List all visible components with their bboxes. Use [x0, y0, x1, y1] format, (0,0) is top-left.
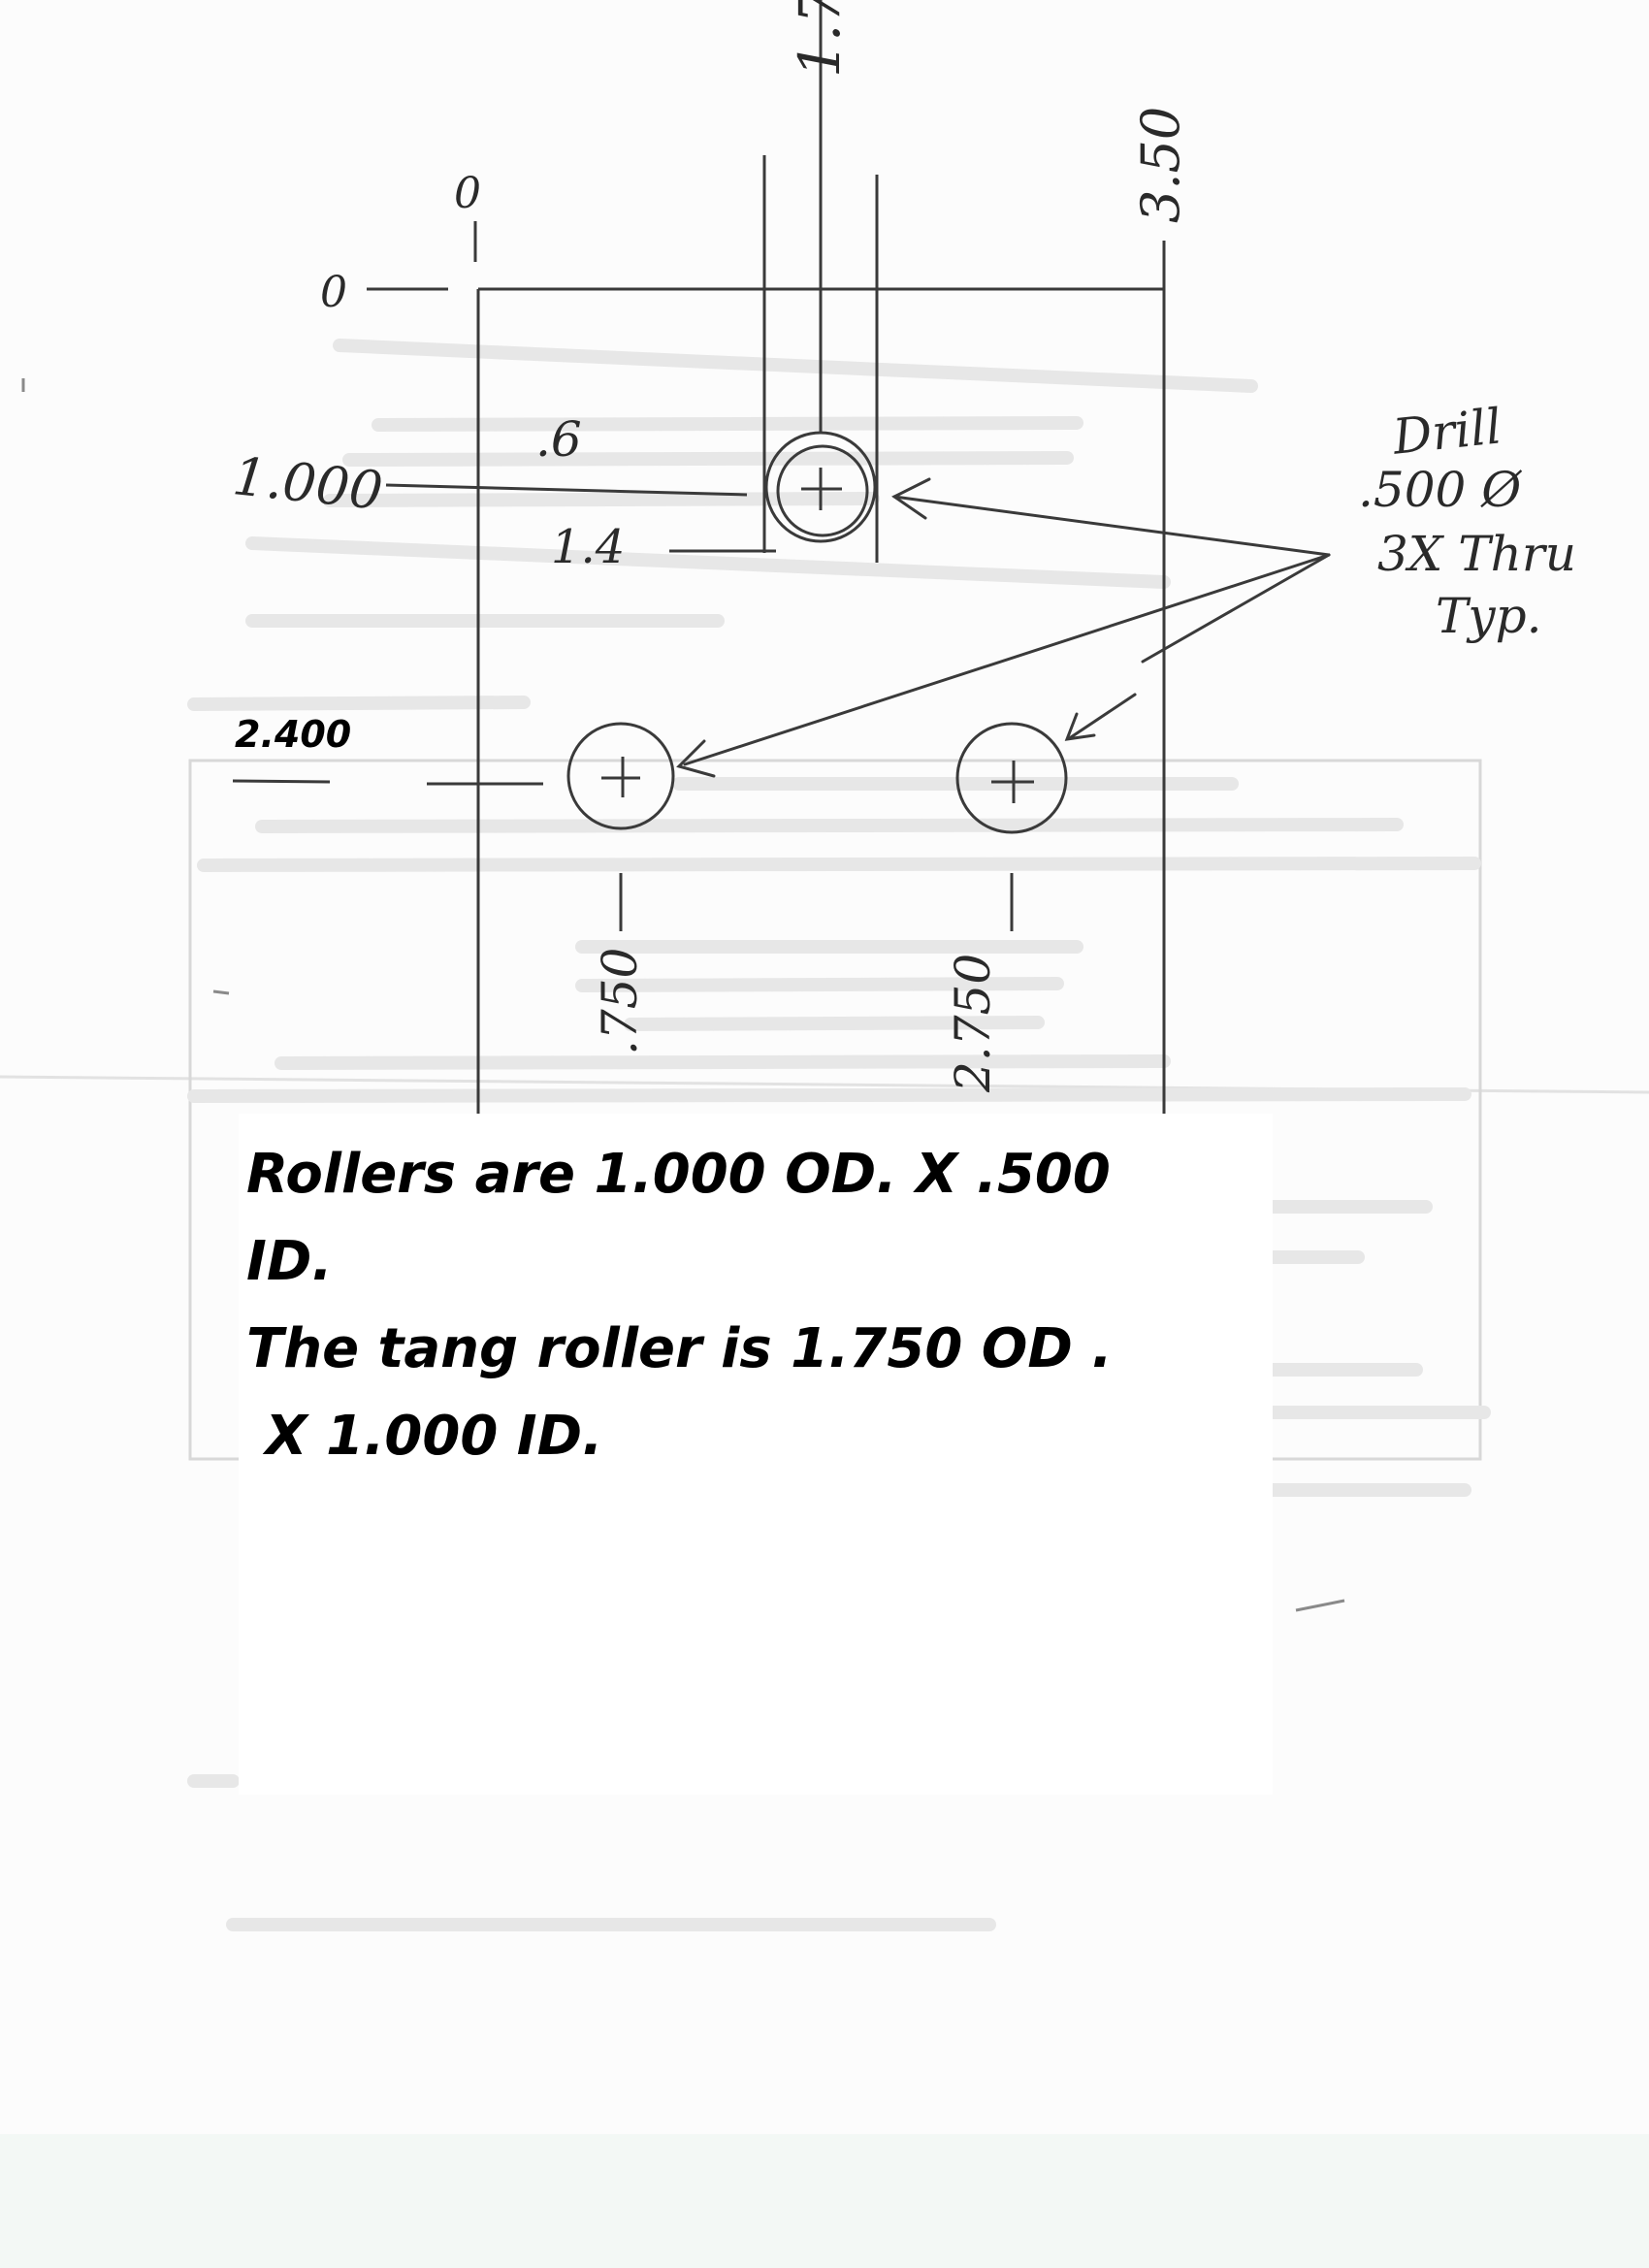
stray-marks — [21, 378, 1345, 1612]
tang-roller-hole — [764, 431, 877, 543]
arrowhead-left-hole — [676, 739, 716, 778]
drill-leader-arrows — [676, 477, 1331, 778]
right-roller-hole — [955, 722, 1068, 834]
leader-to-tang-hole — [892, 495, 1331, 557]
left-roller-hole — [566, 722, 675, 830]
dim-roller-y: 2.400 — [235, 713, 352, 756]
leader-to-right-hole-2 — [1069, 693, 1137, 739]
drill-note-line-4: Typ. — [1436, 588, 1542, 644]
dim-width: 3.50 — [1130, 106, 1191, 223]
arrowhead-tang-hole — [891, 477, 931, 520]
drill-note-line-2: .500 Ø — [1358, 462, 1522, 518]
dim-tang-lower: 1.4 — [551, 520, 626, 574]
dim-zero-top: 0 — [454, 169, 481, 218]
roller-spec-notes: Rollers are 1.000 OD. X .500 ID. The tan… — [239, 1114, 1273, 1795]
drill-note-line-1: Drill — [1390, 398, 1504, 466]
note-line-3: The tang roller is 1.750 OD . — [246, 1317, 1113, 1380]
note-line-4: X 1.000 ID. — [246, 1405, 603, 1468]
note-line-1: Rollers are 1.000 OD. X .500 — [246, 1143, 1111, 1206]
dim-zero-left: 0 — [320, 268, 347, 317]
dim-roller-left-x: .750 — [592, 947, 648, 1055]
leader-to-right-hole — [1141, 553, 1331, 664]
drill-note-line-3: 3X Thru — [1377, 526, 1576, 582]
dim-tang-small: .6 — [535, 411, 582, 468]
dim-roller-right-x: 2.750 — [945, 953, 1001, 1092]
arrowhead-right-hole — [1064, 712, 1096, 741]
scan-bottom-margin — [0, 2134, 1649, 2268]
leader-to-left-hole — [683, 553, 1331, 766]
dim-tang-y: 1.000 — [230, 445, 386, 522]
note-line-2: ID. — [246, 1230, 333, 1293]
dimension-lines — [232, 0, 1166, 931]
dim-tang-x: 1.750 — [787, 0, 853, 78]
bleed-through-text-lines — [187, 339, 1491, 1931]
